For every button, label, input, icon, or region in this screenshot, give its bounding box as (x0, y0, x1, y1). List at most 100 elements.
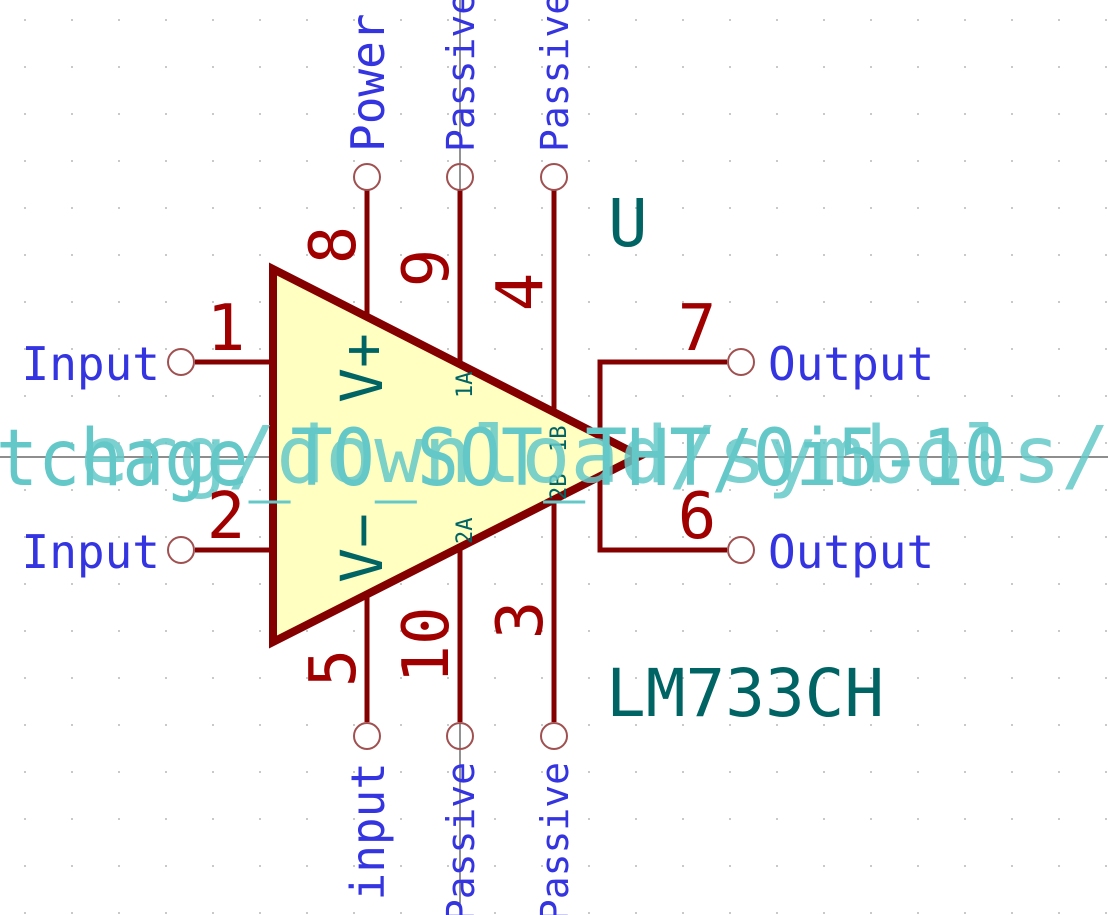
pin-5-end[interactable] (353, 722, 381, 750)
pin-7-number: 7 (678, 292, 717, 366)
grid-dot (635, 207, 637, 209)
grid-dot (823, 19, 825, 21)
grid-dot (165, 160, 167, 162)
grid-dot (729, 19, 731, 21)
grid-dot (964, 113, 966, 115)
grid-dot (494, 348, 496, 350)
pin-8-type: Power (341, 14, 395, 152)
pin-2-type: Input (22, 525, 160, 579)
grid-dot (212, 489, 214, 491)
grid-dot (682, 442, 684, 444)
grid-dot (1058, 677, 1060, 679)
grid-dot (870, 724, 872, 726)
grid-dot (118, 912, 120, 914)
grid-dot (682, 630, 684, 632)
pin-7-line[interactable] (597, 359, 727, 432)
grid-dot (776, 301, 778, 303)
pin-10-end[interactable] (446, 722, 474, 750)
grid-dot (964, 395, 966, 397)
grid-dot (165, 771, 167, 773)
pin-7-end[interactable] (727, 348, 755, 376)
grid-dot (541, 865, 543, 867)
pin-6-number: 6 (678, 480, 717, 554)
grid-dot (776, 66, 778, 68)
pin-2-end[interactable] (167, 536, 195, 564)
reference-designator[interactable]: U (608, 185, 648, 262)
grid-dot (1011, 442, 1013, 444)
grid-dot (447, 160, 449, 162)
opamp-body[interactable] (269, 262, 649, 649)
pin-3-end[interactable] (540, 722, 568, 750)
grid-dot (588, 865, 590, 867)
grid-dot (682, 160, 684, 162)
pin-9-inner-label: 1A (453, 372, 478, 399)
component-value[interactable]: LM733CH (606, 655, 884, 732)
grid-dot (306, 66, 308, 68)
grid-dot (964, 160, 966, 162)
grid-dot (118, 113, 120, 115)
grid-dot (1058, 583, 1060, 585)
grid-dot (823, 771, 825, 773)
grid-dot (118, 630, 120, 632)
grid-dot (635, 677, 637, 679)
grid-dot (682, 489, 684, 491)
grid-dot (24, 724, 26, 726)
grid-dot (71, 66, 73, 68)
grid-dot (353, 19, 355, 21)
grid-dot (964, 66, 966, 68)
pin-8-end[interactable] (353, 163, 381, 191)
grid-dot (870, 912, 872, 914)
grid-dot (1105, 771, 1107, 773)
grid-dot (776, 677, 778, 679)
grid-dot (729, 818, 731, 820)
grid-dot (259, 66, 261, 68)
grid-dot (259, 442, 261, 444)
grid-dot (776, 160, 778, 162)
grid-dot (1105, 442, 1107, 444)
grid-dot (1105, 19, 1107, 21)
grid-dot (776, 254, 778, 256)
grid-dot (24, 113, 26, 115)
grid-dot (682, 395, 684, 397)
grid-dot (71, 113, 73, 115)
grid-dot (24, 442, 26, 444)
grid-dot (870, 677, 872, 679)
grid-dot (1105, 912, 1107, 914)
grid-dot (729, 724, 731, 726)
grid-dot (776, 19, 778, 21)
grid-dot (1058, 818, 1060, 820)
grid-dot (588, 912, 590, 914)
grid-dot (588, 630, 590, 632)
pin-1-end[interactable] (167, 348, 195, 376)
pin-6-end[interactable] (727, 536, 755, 564)
grid-dot (71, 630, 73, 632)
grid-dot (729, 489, 731, 491)
grid-dot (588, 771, 590, 773)
grid-dot (24, 865, 26, 867)
pin-4-inner-label: 1B (547, 426, 572, 453)
grid-dot (588, 254, 590, 256)
grid-dot (917, 536, 919, 538)
grid-dot (118, 771, 120, 773)
grid-dot (635, 395, 637, 397)
grid-dot (870, 489, 872, 491)
pin-5-type: input (341, 762, 395, 900)
grid-dot (353, 301, 355, 303)
grid-dot (118, 818, 120, 820)
grid-dot (353, 630, 355, 632)
grid-dot (212, 771, 214, 773)
grid-dot (776, 536, 778, 538)
grid-dot (212, 19, 214, 21)
pin-9-end[interactable] (446, 163, 474, 191)
grid-dot (964, 301, 966, 303)
pin-10-inner-label: 2A (453, 518, 478, 545)
grid-dot (494, 630, 496, 632)
grid-dot (1011, 160, 1013, 162)
grid-dot (165, 818, 167, 820)
grid-dot (24, 677, 26, 679)
grid-dot (71, 771, 73, 773)
pin-6-line[interactable] (597, 480, 727, 553)
grid-dot (259, 395, 261, 397)
grid-dot (24, 771, 26, 773)
pin-4-end[interactable] (540, 163, 568, 191)
